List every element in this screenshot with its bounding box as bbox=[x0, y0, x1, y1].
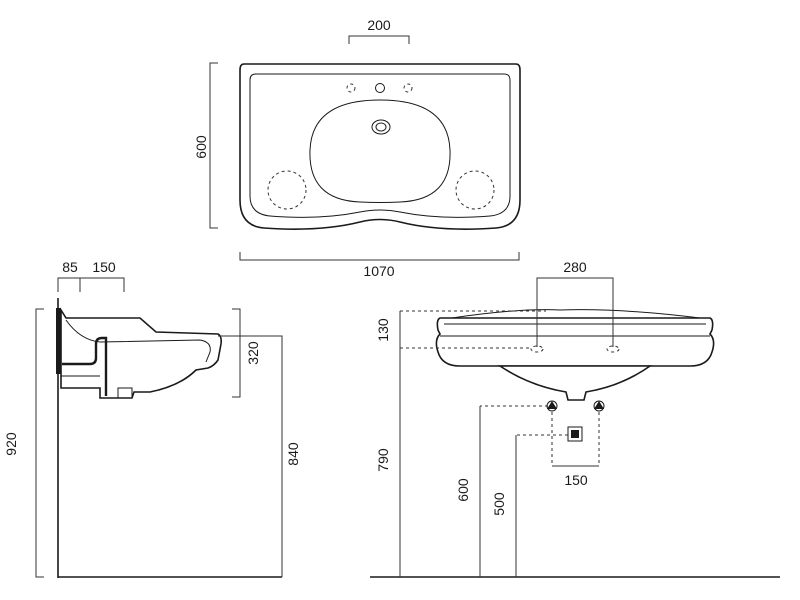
top-depth-label: 600 bbox=[193, 135, 209, 159]
front-rim-height-label: 130 bbox=[375, 318, 391, 342]
side-support-height-dimension-line bbox=[218, 335, 283, 577]
front-supply-spacing-label: 150 bbox=[564, 472, 588, 488]
front-view-bowl-underside bbox=[497, 365, 653, 401]
front-view-basin-rim bbox=[435, 317, 715, 367]
top-view-drain bbox=[371, 119, 391, 135]
top-view-tap-hole-center bbox=[375, 83, 385, 93]
front-view-tap-hole-right bbox=[606, 345, 620, 353]
front-view-supply-valve-right bbox=[594, 401, 604, 409]
side-offset-dimension-line bbox=[57, 277, 125, 292]
front-view-waste-outlet bbox=[571, 430, 579, 438]
front-supply-height-label: 600 bbox=[455, 478, 471, 502]
front-waste-height-label: 500 bbox=[491, 492, 507, 516]
top-view-drain-inner bbox=[375, 122, 387, 132]
top-width-dimension-line bbox=[239, 252, 520, 261]
top-view-tap-hole-left bbox=[346, 83, 356, 93]
side-bracket-label: 150 bbox=[92, 259, 116, 275]
top-view-basin-outline bbox=[239, 63, 521, 230]
top-view-bowl bbox=[309, 99, 451, 203]
top-width-label: 1070 bbox=[363, 263, 394, 279]
front-view-waste-outlet-ring bbox=[567, 426, 583, 442]
front-tap-spacing-label: 280 bbox=[563, 259, 587, 275]
side-bowl-height-label: 320 bbox=[245, 341, 261, 365]
front-view: 280 130 790 600 500 150 bbox=[370, 259, 780, 578]
top-view-tap-hole-right bbox=[403, 83, 413, 93]
side-wall-offset-label: 85 bbox=[62, 259, 78, 275]
front-view-supply-valve-left bbox=[547, 401, 557, 409]
front-view-tap-hole-left bbox=[530, 345, 544, 353]
side-view-siphon bbox=[62, 336, 108, 396]
top-view-soap-rest-left bbox=[267, 170, 307, 210]
side-view-basin-body bbox=[60, 307, 222, 399]
side-view: 85 150 320 920 840 bbox=[3, 259, 301, 578]
side-support-height-label: 840 bbox=[285, 442, 301, 466]
front-view-supply-valve-right-ring bbox=[593, 400, 605, 412]
side-total-height-label: 920 bbox=[3, 432, 19, 456]
front-view-rim-slope bbox=[451, 309, 701, 319]
side-view-waste-cap bbox=[117, 387, 133, 399]
top-view-inner-rim bbox=[249, 73, 511, 218]
front-tap-spacing-dimension-line bbox=[536, 277, 614, 347]
top-view: 200 600 1070 bbox=[193, 17, 521, 279]
top-tap-spacing-label: 200 bbox=[367, 17, 391, 33]
front-basin-height-label: 790 bbox=[375, 448, 391, 472]
side-bowl-height-dimension-line bbox=[232, 308, 241, 398]
top-depth-dimension-line bbox=[209, 62, 218, 229]
top-view-soap-rest-right bbox=[455, 170, 495, 210]
top-tap-spacing-dimension-line bbox=[348, 35, 410, 44]
side-view-wall-plate bbox=[56, 308, 61, 374]
side-total-height-dimension-line bbox=[35, 308, 44, 578]
side-view-bowl-line bbox=[65, 319, 211, 363]
